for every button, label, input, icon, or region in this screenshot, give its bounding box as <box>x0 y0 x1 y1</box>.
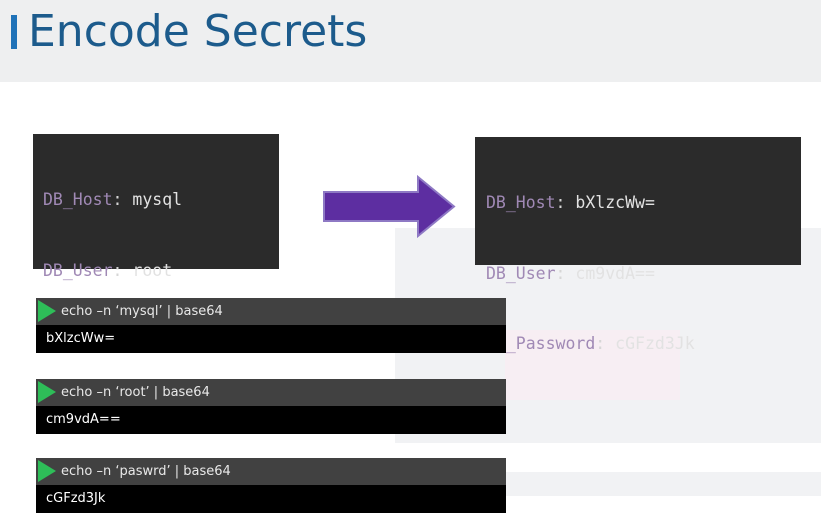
title-accent-bar <box>11 15 17 49</box>
terminal-output-area: cGFzd3Jk <box>36 485 506 513</box>
secret-key: DB_Host <box>486 193 556 212</box>
encoded-secrets-box: DB_Host: bXlzcWw= DB_User: cm9vdA== DB_P… <box>475 137 801 353</box>
terminal-mysql: echo –n ‘mysql’ | base64 bXlzcWw= <box>36 298 506 353</box>
secret-value: cGFzd3Jk <box>615 334 695 353</box>
terminal-root: echo –n ‘root’ | base64 cm9vdA== <box>36 379 506 434</box>
encoded-secret-line: DB_Password: cGFzd3Jk <box>486 332 801 356</box>
secret-separator: : <box>112 260 123 280</box>
terminal-command-bar: echo –n ‘paswrd’ | base64 <box>36 458 506 485</box>
terminal-command: echo –n ‘paswrd’ | base64 <box>61 464 231 479</box>
terminal-output: cm9vdA== <box>46 412 121 427</box>
plain-secret-line: DB_User: root <box>43 259 279 283</box>
terminal-output: bXlzcWw= <box>46 331 116 346</box>
encoded-secret-line: DB_Host: bXlzcWw= <box>486 191 801 215</box>
plain-secrets-box: DB_Host: mysql DB_User: root DB_Password… <box>33 134 279 350</box>
secret-separator: : <box>555 263 566 283</box>
secret-separator: : <box>112 190 123 209</box>
play-icon[interactable] <box>38 460 56 482</box>
terminal-output-area: cm9vdA== <box>36 406 506 434</box>
terminal-output: cGFzd3Jk <box>46 491 106 506</box>
secret-value: cm9vdA== <box>575 263 655 283</box>
secret-value: mysql <box>132 190 183 209</box>
page-title: Encode Secrets <box>28 6 368 57</box>
secret-key: DB_Host <box>43 190 113 209</box>
secret-value: root <box>132 260 173 280</box>
secret-key: DB_User <box>43 260 113 280</box>
encoded-secret-line: DB_User: cm9vdA== <box>486 262 801 286</box>
play-icon[interactable] <box>38 381 56 403</box>
secret-key: DB_Password <box>486 334 596 353</box>
play-icon[interactable] <box>38 300 56 322</box>
secret-separator: : <box>595 334 606 353</box>
plain-secret-line: DB_Host: mysql <box>43 188 279 212</box>
secret-separator: : <box>555 193 566 212</box>
terminal-command: echo –n ‘root’ | base64 <box>61 385 210 400</box>
terminal-command: echo –n ‘mysql’ | base64 <box>61 304 223 319</box>
background-highlight <box>505 330 680 400</box>
terminal-output-area: bXlzcWw= <box>36 325 506 353</box>
background-strip <box>505 472 821 496</box>
terminal-paswrd: echo –n ‘paswrd’ | base64 cGFzd3Jk <box>36 458 506 513</box>
secret-value: bXlzcWw= <box>575 193 655 212</box>
header-band <box>0 0 821 82</box>
terminal-command-bar: echo –n ‘mysql’ | base64 <box>36 298 506 325</box>
terminal-command-bar: echo –n ‘root’ | base64 <box>36 379 506 406</box>
secret-key: DB_User <box>486 263 556 283</box>
right-arrow-icon <box>323 175 456 238</box>
